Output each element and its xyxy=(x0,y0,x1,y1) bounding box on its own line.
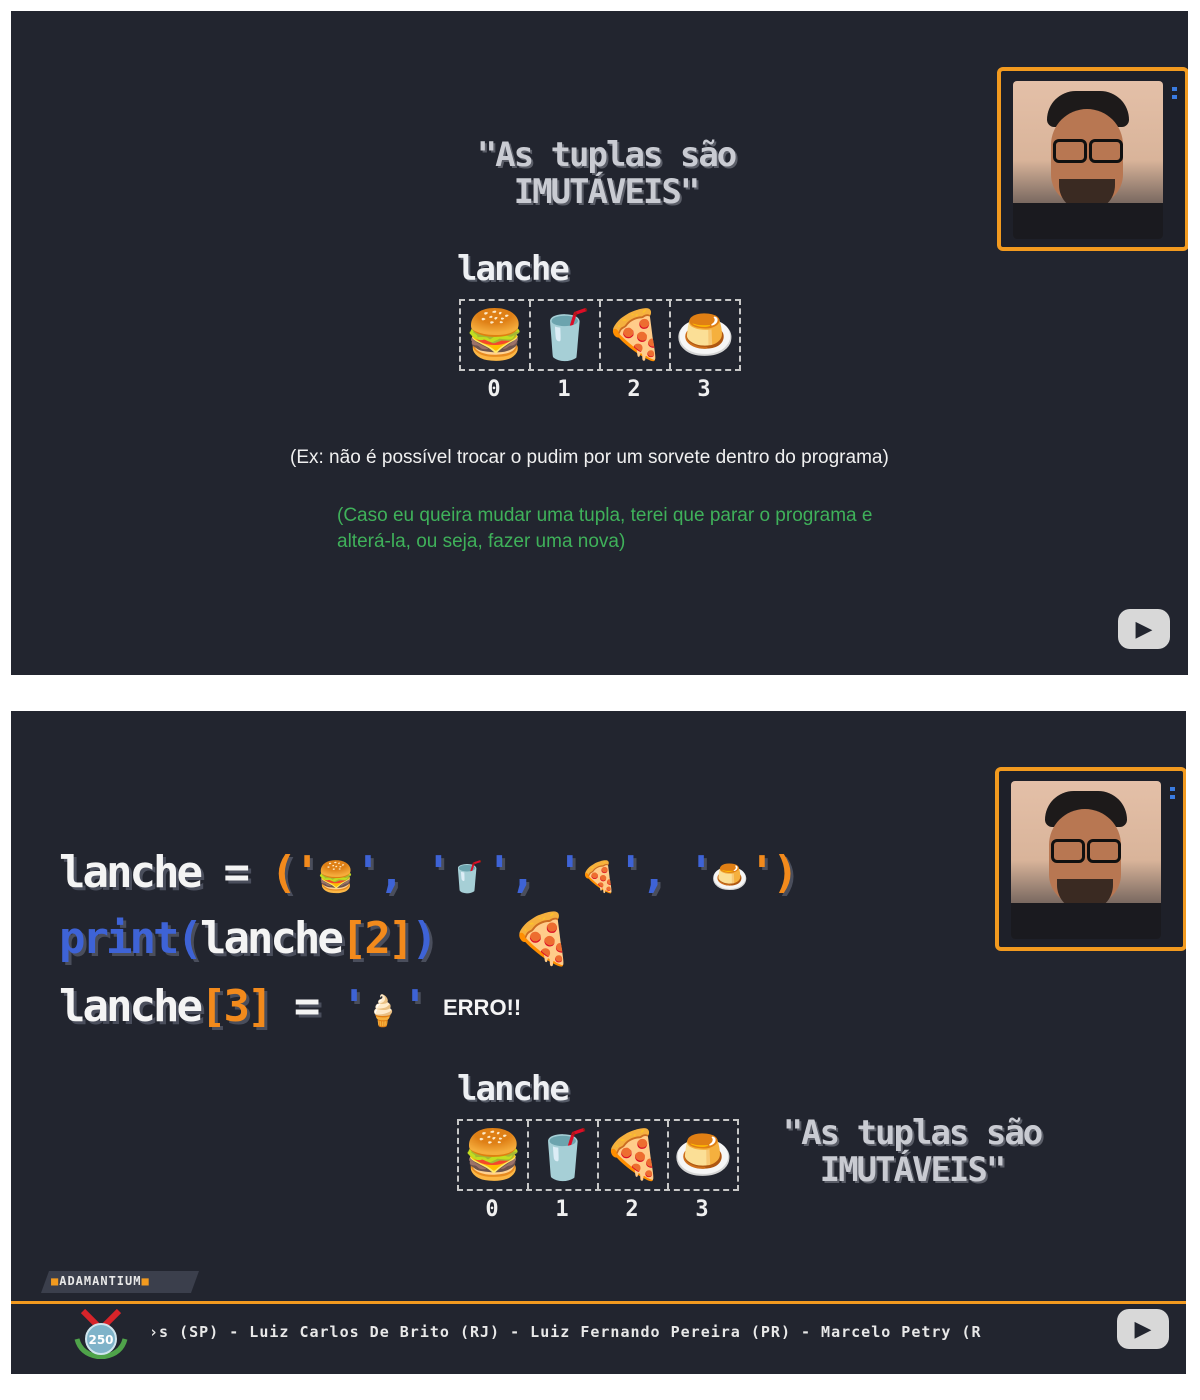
pudding-icon: 🍮 xyxy=(675,307,735,363)
index-label: 2 xyxy=(625,1197,639,1222)
code-quote: ' xyxy=(340,981,367,1032)
example-caption: (Ex: não é possível trocar o pudim por u… xyxy=(290,447,889,468)
index-label: 0 xyxy=(487,377,501,402)
code-quote: ' xyxy=(401,981,428,1032)
index-label: 1 xyxy=(557,377,571,402)
juice-icon: 🥤 xyxy=(529,1121,599,1189)
code-sep: ', ' xyxy=(617,847,714,898)
tuple-indices: 0 1 2 3 xyxy=(457,1197,737,1222)
quote-line-2: IMUTÁVEIS" xyxy=(513,172,701,212)
tuple-indices: 0 1 2 3 xyxy=(459,377,739,402)
supporter-tier-label: ■ADAMANTIUM■ xyxy=(51,1274,150,1288)
presenter-video xyxy=(1011,781,1161,939)
index-label: 1 xyxy=(555,1197,569,1222)
quote-line-2: IMUTÁVEIS" xyxy=(819,1150,1007,1190)
ice-cream-icon: 🍦 xyxy=(364,994,402,1029)
dots-icon xyxy=(1172,87,1177,101)
quote-text: "As tuplas são IMUTÁVEIS" xyxy=(697,1115,1127,1189)
code-paren: ) xyxy=(411,913,437,964)
pizza-icon: 🍕 xyxy=(599,1121,669,1189)
ticker-divider xyxy=(11,1301,1186,1304)
quote-text: "As tuplas são IMUTÁVEIS" xyxy=(391,137,821,211)
pudding-icon: 🍮 xyxy=(673,1127,733,1183)
code-line-print: print(lanche[2]) xyxy=(59,913,438,964)
quote-line-1: "As tuplas são xyxy=(476,135,738,175)
burger-icon: 🍔 xyxy=(461,301,531,369)
video-frame-2[interactable]: lanche = ('🍔', '🥤', '🍕', '🍮') print(lanc… xyxy=(11,711,1186,1374)
code-sep: ', ' xyxy=(354,847,452,898)
youtube-play-icon[interactable]: ▶ xyxy=(1118,609,1170,649)
code-paren: (' xyxy=(270,847,320,898)
pizza-icon: 🍕 xyxy=(511,910,574,968)
supporters-ticker: ›s (SP) - Luiz Carlos De Brito (RJ) - Lu… xyxy=(149,1323,982,1341)
code-paren: ') xyxy=(748,847,799,898)
juice-icon: 🥤 xyxy=(531,301,601,369)
dots-icon xyxy=(1170,787,1175,801)
tuple-title: lanche xyxy=(457,249,570,289)
pizza-icon: 🍕 xyxy=(580,860,618,895)
index-label: 3 xyxy=(697,377,711,402)
code-var: lanche xyxy=(199,913,344,964)
error-label: ERRO!! xyxy=(443,995,522,1020)
burger-icon: 🍔 xyxy=(317,860,355,895)
code-eq: = xyxy=(199,847,271,898)
video-frame-1[interactable]: "As tuplas são IMUTÁVEIS" lanche 🍔 🥤 🍕 🍮… xyxy=(11,11,1188,675)
pudding-icon: 🍮 xyxy=(711,860,749,895)
youtube-play-icon[interactable]: ▶ xyxy=(1117,1309,1169,1349)
tuple-diagram: 🍔 🥤 🍕 🍮 xyxy=(459,299,741,371)
juice-icon: 🥤 xyxy=(448,860,487,895)
code-line-reassign: lanche[3] = '🍦' xyxy=(59,981,428,1032)
code-print: print( xyxy=(59,913,203,964)
medal-icon: 250 xyxy=(74,1309,128,1359)
code-var: lanche xyxy=(59,981,203,1032)
code-index: [3] xyxy=(199,981,274,1032)
index-label: 0 xyxy=(485,1197,499,1222)
code-eq: = xyxy=(270,981,341,1032)
code-line-assign: lanche = ('🍔', '🥤', '🍕', '🍮') xyxy=(59,847,799,898)
code-var: lanche xyxy=(59,847,203,898)
note-line-1: (Caso eu queira mudar uma tupla, terei q… xyxy=(337,505,873,526)
code-index: [2] xyxy=(340,913,415,964)
tuple-title: lanche xyxy=(457,1069,570,1109)
index-label: 3 xyxy=(695,1197,709,1222)
quote-line-1: "As tuplas são xyxy=(782,1113,1044,1153)
burger-icon: 🍔 xyxy=(459,1121,529,1189)
index-label: 2 xyxy=(627,377,641,402)
tuple-diagram: 🍔 🥤 🍕 🍮 xyxy=(457,1119,739,1191)
code-sep: ', ' xyxy=(486,847,583,898)
presenter-video xyxy=(1013,81,1163,239)
svg-text:250: 250 xyxy=(88,1333,113,1347)
webcam-overlay xyxy=(997,67,1188,251)
pizza-icon: 🍕 xyxy=(601,301,671,369)
note-line-2: alterá-la, ou seja, fazer uma nova) xyxy=(337,531,626,552)
webcam-overlay xyxy=(995,767,1186,951)
note-caption: (Caso eu queira mudar uma tupla, terei q… xyxy=(337,503,872,555)
